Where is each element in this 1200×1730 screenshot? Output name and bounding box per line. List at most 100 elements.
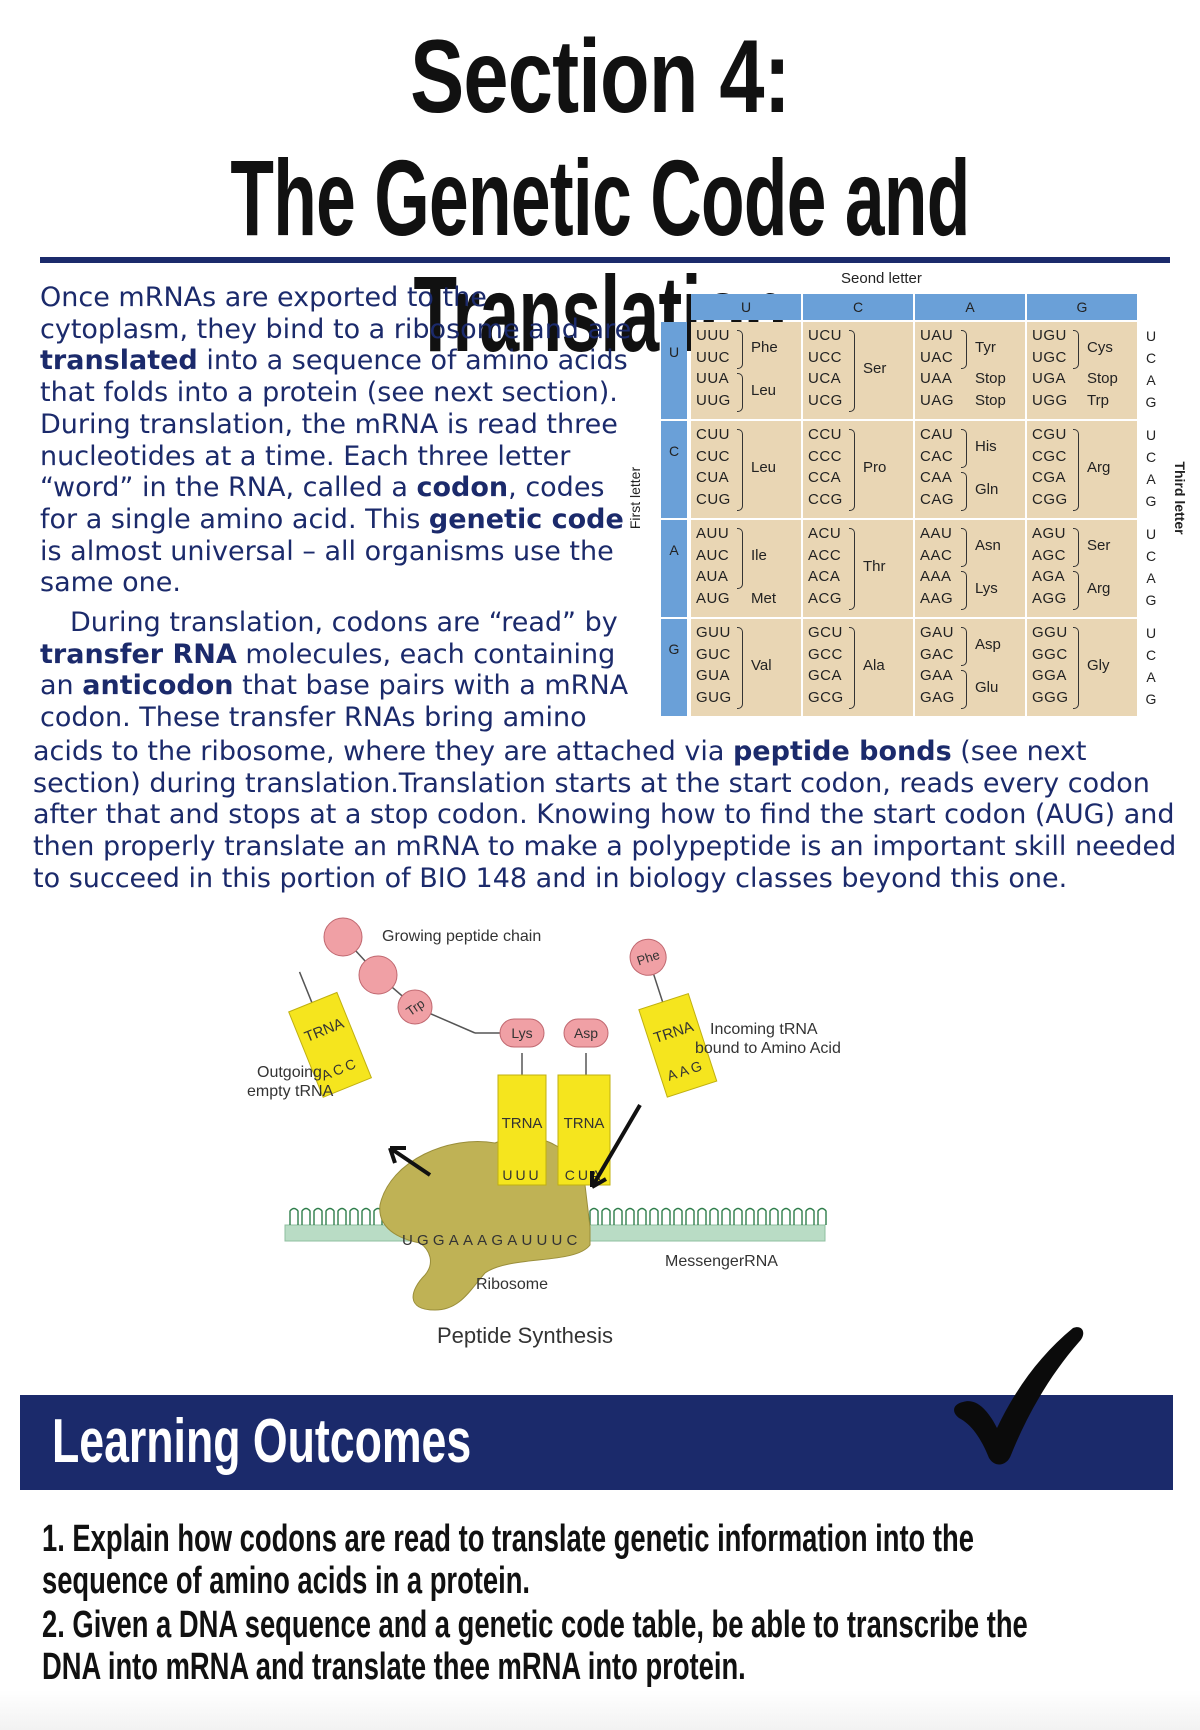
codon-ACC: ACC bbox=[808, 546, 842, 564]
learning-outcome-2: 2. Given a DNA sequence and a genetic co… bbox=[42, 1604, 1028, 1688]
codon-bracket bbox=[737, 429, 743, 511]
codon-CUC: CUC bbox=[696, 447, 730, 465]
codon-bracket bbox=[961, 472, 967, 511]
codon-GGG: GGG bbox=[1032, 688, 1069, 706]
amino-acid-Ser: Ser bbox=[863, 360, 887, 377]
text-run: molecules, each containing an bbox=[40, 638, 616, 702]
amino-phe-label: Phe bbox=[635, 947, 662, 968]
amino-acid-Ala: Ala bbox=[863, 657, 885, 674]
third-letter-C: C bbox=[1145, 350, 1157, 366]
codon-UCG: UCG bbox=[808, 391, 843, 409]
codon-GCG: GCG bbox=[808, 688, 844, 706]
svg-text:TRNA: TRNA bbox=[502, 1115, 543, 1132]
amino-acid-Val: Val bbox=[751, 657, 772, 674]
incoming-label-2: bound to Amino Acid bbox=[695, 1040, 841, 1057]
codon-UAG: UAG bbox=[920, 391, 955, 409]
key-term: codon bbox=[416, 472, 509, 504]
text-run: During translation, codons are “read” by bbox=[70, 607, 618, 638]
third-letter-G: G bbox=[1145, 493, 1157, 509]
codon-CCG: CCG bbox=[808, 490, 843, 508]
codon-CUG: CUG bbox=[696, 490, 731, 508]
codon-cell bbox=[1027, 421, 1137, 518]
codon-bracket bbox=[961, 528, 967, 567]
codon-GAG: GAG bbox=[920, 688, 955, 706]
codon-CGG: CGG bbox=[1032, 490, 1068, 508]
codon-CUA: CUA bbox=[696, 469, 730, 486]
third-letter-C: C bbox=[1145, 548, 1157, 564]
codon-GUU: GUU bbox=[696, 624, 731, 641]
text-run: Once mRNAs are exported to the cytoplasm… bbox=[40, 282, 632, 345]
second-letter-label: Seond letter bbox=[841, 270, 922, 287]
amino-acid-Leu: Leu bbox=[751, 459, 777, 476]
codon-bracket bbox=[737, 627, 743, 709]
text-run: (see next section) during translation.Tr… bbox=[33, 736, 1177, 894]
codon-bracket bbox=[849, 528, 855, 610]
mrna-label: MessengerRNA bbox=[665, 1253, 778, 1270]
codon-AUA: AUA bbox=[696, 568, 729, 585]
codon-AGA: AGA bbox=[1032, 568, 1066, 585]
codon-cell bbox=[803, 520, 913, 617]
codon-cell bbox=[915, 520, 1025, 617]
codon-AUU: AUU bbox=[696, 525, 730, 542]
codon-GUC: GUC bbox=[696, 645, 731, 663]
codon-cell bbox=[1027, 619, 1137, 716]
trna-lys: Lys TRNA UUU bbox=[497, 1018, 547, 1186]
diagram-caption: Peptide Synthesis bbox=[437, 1323, 613, 1348]
third-letter-U: U bbox=[1145, 328, 1157, 344]
third-letter-U: U bbox=[1145, 526, 1157, 542]
codon-bracket bbox=[961, 571, 967, 610]
codon-cell bbox=[1027, 520, 1137, 617]
outgoing-trna: TRNA ACC bbox=[288, 971, 373, 1098]
first-letter-label: First letter bbox=[627, 466, 643, 530]
ribosome-label: Ribosome bbox=[476, 1276, 548, 1293]
paragraph-trna: During translation, codons are “read” by… bbox=[40, 607, 640, 734]
codon-GAA: GAA bbox=[920, 667, 954, 684]
amino-acid-Trp: Trp bbox=[1087, 391, 1109, 409]
codon-cell bbox=[915, 619, 1025, 716]
third-letter-G: G bbox=[1145, 394, 1157, 410]
svg-text:TRNA: TRNA bbox=[564, 1115, 605, 1132]
codon-AAC: AAC bbox=[920, 546, 953, 564]
codon-UUU: UUU bbox=[696, 327, 730, 344]
codon-bracket bbox=[961, 429, 967, 468]
amino-acid-Glu: Glu bbox=[975, 678, 999, 696]
amino-acid-Ile: Ile bbox=[751, 547, 767, 565]
third-letter-G: G bbox=[1145, 691, 1157, 707]
third-letter-G: G bbox=[1145, 592, 1157, 608]
title-divider bbox=[40, 257, 1170, 263]
codon-UCU: UCU bbox=[808, 327, 842, 344]
codon-bracket bbox=[1073, 627, 1079, 709]
key-term: translated bbox=[40, 345, 198, 377]
incoming-arrow bbox=[590, 1103, 642, 1189]
codon-AAU: AAU bbox=[920, 525, 953, 542]
second-letter-U: U bbox=[691, 294, 801, 320]
codon-AUC: AUC bbox=[696, 546, 730, 564]
codon-AGU: AGU bbox=[1032, 525, 1067, 542]
incoming-label: Incoming tRNA bbox=[710, 1021, 818, 1038]
codon-CGA: CGA bbox=[1032, 469, 1067, 486]
outgoing-label: Outgoing bbox=[257, 1064, 322, 1081]
third-letter-A: A bbox=[1146, 372, 1156, 388]
first-letter-C: C bbox=[661, 421, 687, 518]
codon-UGU: UGU bbox=[1032, 327, 1067, 344]
mrna-sequence: UGGAAAGAUUUC bbox=[402, 1232, 582, 1249]
codon-bracket bbox=[737, 528, 743, 589]
text-run: , codes for a single amino acid. This bbox=[40, 472, 605, 535]
codon-bracket bbox=[849, 627, 855, 709]
amino-lys-label: Lys bbox=[511, 1025, 532, 1041]
codon-bracket bbox=[961, 670, 967, 709]
second-letter-C: C bbox=[803, 294, 913, 320]
codon-bracket bbox=[1073, 330, 1079, 369]
trna-asp: Asp TRNA CUA bbox=[557, 1018, 611, 1186]
amino-acid-Arg: Arg bbox=[1087, 579, 1111, 597]
codon-UAC: UAC bbox=[920, 348, 954, 366]
codon-bracket bbox=[1073, 528, 1079, 567]
amino-acid-Thr: Thr bbox=[863, 558, 886, 575]
codon-UGC: UGC bbox=[1032, 348, 1067, 366]
codon-UAU: UAU bbox=[920, 327, 954, 344]
amino-acid-Ser: Ser bbox=[1087, 536, 1111, 554]
codon-cell bbox=[803, 619, 913, 716]
codon-UGG: UGG bbox=[1032, 391, 1068, 409]
first-letter-U: U bbox=[661, 322, 687, 419]
